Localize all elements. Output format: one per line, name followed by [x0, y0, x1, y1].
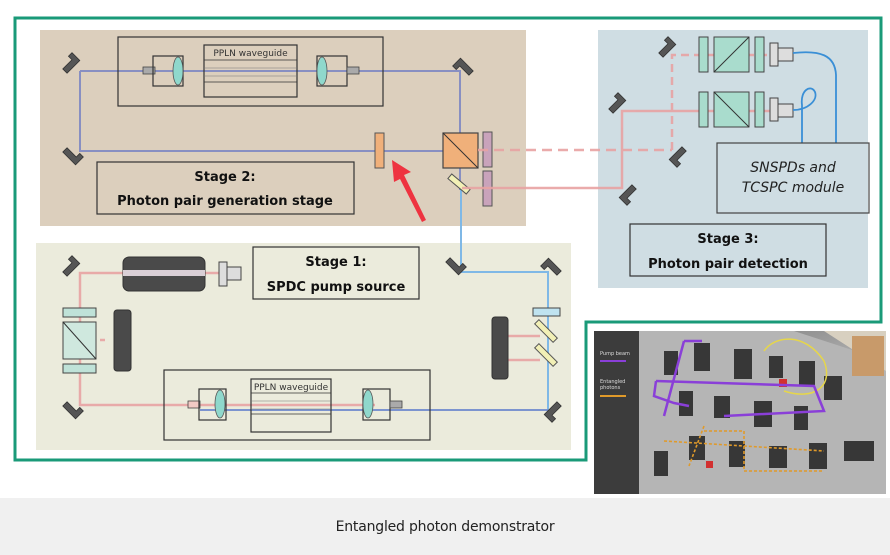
setup-diagram: PPLN waveguide Stage 2: Photon pair gene… [13, 16, 883, 462]
snspd-tcspc-module [716, 142, 870, 214]
waveguide-label-bottom: PPLN waveguide [254, 383, 329, 393]
entangled-photons-overlay [663, 425, 825, 472]
detector-arm-bottom [698, 91, 794, 128]
module-label-line2: TCSPC module [742, 180, 845, 196]
system-frame [13, 16, 883, 462]
stage3-label-box [629, 223, 827, 277]
photo-legend-pump: Pump beam [600, 351, 630, 357]
lens-icon [172, 56, 184, 86]
pump-beam-overlay [652, 339, 826, 418]
stage3-subtitle: Photon pair detection [648, 257, 808, 272]
stage1-label-box [252, 246, 420, 300]
stage2-area [40, 30, 526, 226]
stage2-title: Stage 2: [194, 170, 255, 185]
stage3-title: Stage 3: [697, 232, 758, 247]
stage3-area [598, 30, 868, 288]
photo-legend-entangled-1: Entangled [600, 379, 625, 385]
fiber-cables [792, 51, 837, 143]
waveplate-highlighted [374, 132, 385, 169]
stage2-label-box [96, 161, 355, 215]
figure-panel: PPLN waveguide Stage 2: Photon pair gene… [0, 0, 890, 498]
waveguide-label-top: PPLN waveguide [213, 49, 288, 59]
lab-setup-photo: Pump beam Entangled photons [594, 331, 886, 494]
stage2-waveguide-housing [117, 36, 384, 107]
stage1-subtitle: SPDC pump source [267, 280, 406, 295]
ppln-waveguide-top [203, 44, 298, 98]
stage1-title: Stage 1: [305, 255, 366, 270]
stage1-waveguide-housing [163, 369, 431, 441]
stage2-subtitle: Photon pair generation stage [117, 194, 333, 209]
beam-dump [113, 309, 132, 372]
module-label-line1: SNSPDs and [750, 160, 836, 176]
ppln-waveguide-bottom [250, 378, 332, 433]
photo-legend-entangled-2: photons [600, 385, 621, 391]
figure-caption: Entangled photon demonstrator [0, 498, 890, 555]
highlight-arrow-icon [392, 160, 426, 222]
detector-arm-top [698, 36, 794, 73]
